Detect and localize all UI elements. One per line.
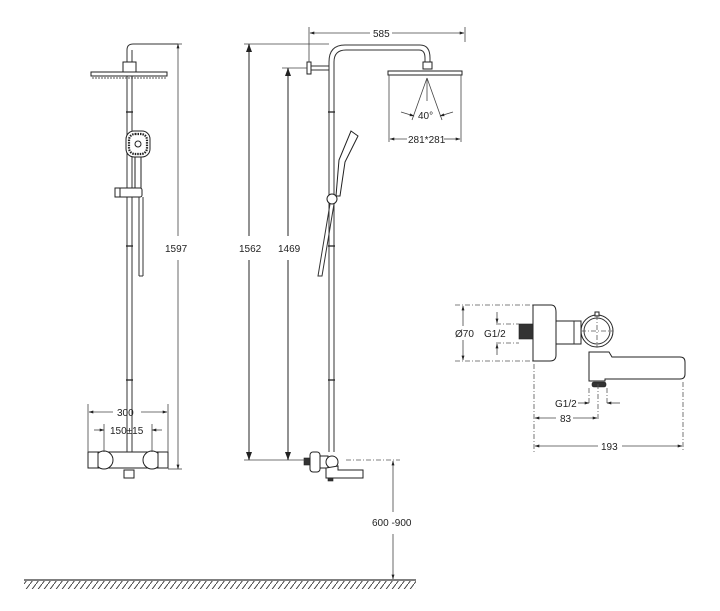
floor-line	[24, 579, 416, 589]
label-arm-reach: 585	[373, 29, 390, 40]
label-width: 300	[117, 408, 134, 419]
bath-outlet	[123, 469, 135, 479]
label-total-height-side: 1562	[239, 244, 262, 255]
label-head-size: 281*281	[408, 135, 446, 146]
side-head-connector	[422, 61, 433, 70]
detail-bath-spout	[588, 351, 686, 382]
label-total-height: 1597	[165, 244, 188, 255]
side-mixer-escutcheon	[309, 451, 321, 473]
side-overhead-shower	[387, 70, 463, 76]
front-view: 1597 300 150±15	[87, 43, 188, 479]
label-inlet-thread: G1/2	[484, 329, 506, 340]
detail-escutcheon	[532, 304, 557, 362]
spray-cone-right	[426, 77, 443, 121]
detail-connector-body	[555, 320, 582, 345]
label-spray-angle: 40°	[418, 111, 433, 122]
side-bath-spout	[325, 465, 364, 479]
side-hose	[317, 203, 335, 277]
floor-hatch	[24, 581, 416, 589]
mixer-detail-view: Ø70 G1/2 G1/2 83 193	[455, 304, 686, 453]
wall-bracket	[306, 61, 312, 75]
label-mounting-height: 600 -900	[372, 518, 412, 529]
hand-shower-handle	[134, 156, 142, 190]
riser-top-bend	[126, 43, 178, 51]
side-slide-holder	[326, 193, 338, 205]
label-bracket-height: 1469	[278, 244, 301, 255]
label-outlet-thread: G1/2	[555, 399, 577, 410]
label-outlet-offset: 83	[560, 414, 572, 425]
label-inlet-spacing: 150±15	[110, 426, 144, 437]
head-connector	[122, 61, 137, 73]
overhead-shower-plate	[90, 71, 168, 77]
detail-outlet-thread	[591, 381, 607, 388]
label-escutcheon-diameter: Ø70	[455, 329, 474, 340]
label-spout-length: 193	[601, 442, 618, 453]
shower-arm	[328, 44, 431, 63]
spray-cone-left	[411, 77, 428, 121]
detail-inlet-thread	[518, 323, 534, 340]
side-hand-shower	[335, 130, 359, 197]
side-view: 40° 281*281 585 1562	[239, 27, 466, 580]
